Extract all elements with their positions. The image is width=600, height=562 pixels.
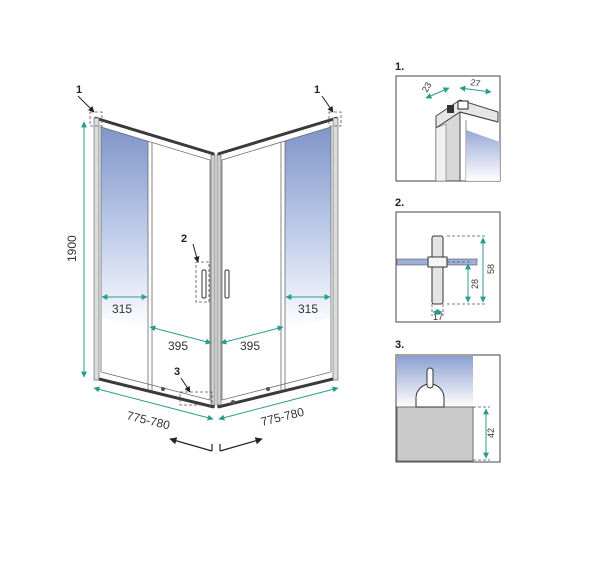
fixed-left-width-label: 315 [112, 302, 132, 316]
detail-1: 1. 23 27 [395, 61, 501, 182]
detail-3: 3. 42 [395, 339, 501, 463]
base-right-width-label: 775-780 [259, 405, 305, 429]
detail-3-dim-height: 42 [486, 428, 496, 438]
detail-3-title: 3. [395, 339, 404, 351]
detail-1-dim-b: 27 [470, 77, 482, 89]
door-left-width-label: 395 [168, 339, 188, 353]
detail-1-dim-a: 23 [420, 80, 434, 94]
door-right-width-label: 395 [240, 339, 260, 353]
callout-box-right-top [328, 111, 342, 127]
callout-1-left: 1 [76, 84, 82, 96]
detail-2-box [395, 211, 501, 323]
height-1900-label: 1900 [65, 235, 79, 262]
fixed-right-width-label: 315 [298, 302, 318, 316]
detail-2-title: 2. [395, 197, 404, 209]
callout-2-handle: 2 [181, 233, 187, 245]
right-fixed-glass [285, 127, 331, 330]
callout-markers: 1 1 2 3 [76, 84, 342, 406]
detail-1-title: 1. [395, 61, 404, 73]
detail-2-dim-height: 58 [486, 264, 496, 274]
left-door-handle [201, 269, 207, 299]
detail-2-dim-inner: 28 [470, 279, 480, 289]
callout-box-left-top [89, 111, 103, 127]
detail-2-dim-width: 17 [433, 312, 443, 322]
detail-2: 2. 58 28 17 [395, 197, 501, 323]
callout-1-right: 1 [314, 84, 320, 96]
left-fixed-glass [101, 127, 148, 330]
base-left-width-label: 775-780 [125, 408, 171, 432]
shower-enclosure [93, 116, 339, 409]
callout-3-bottom: 3 [174, 366, 180, 378]
right-door-handle [224, 269, 230, 299]
callout-box-handle [195, 261, 210, 303]
